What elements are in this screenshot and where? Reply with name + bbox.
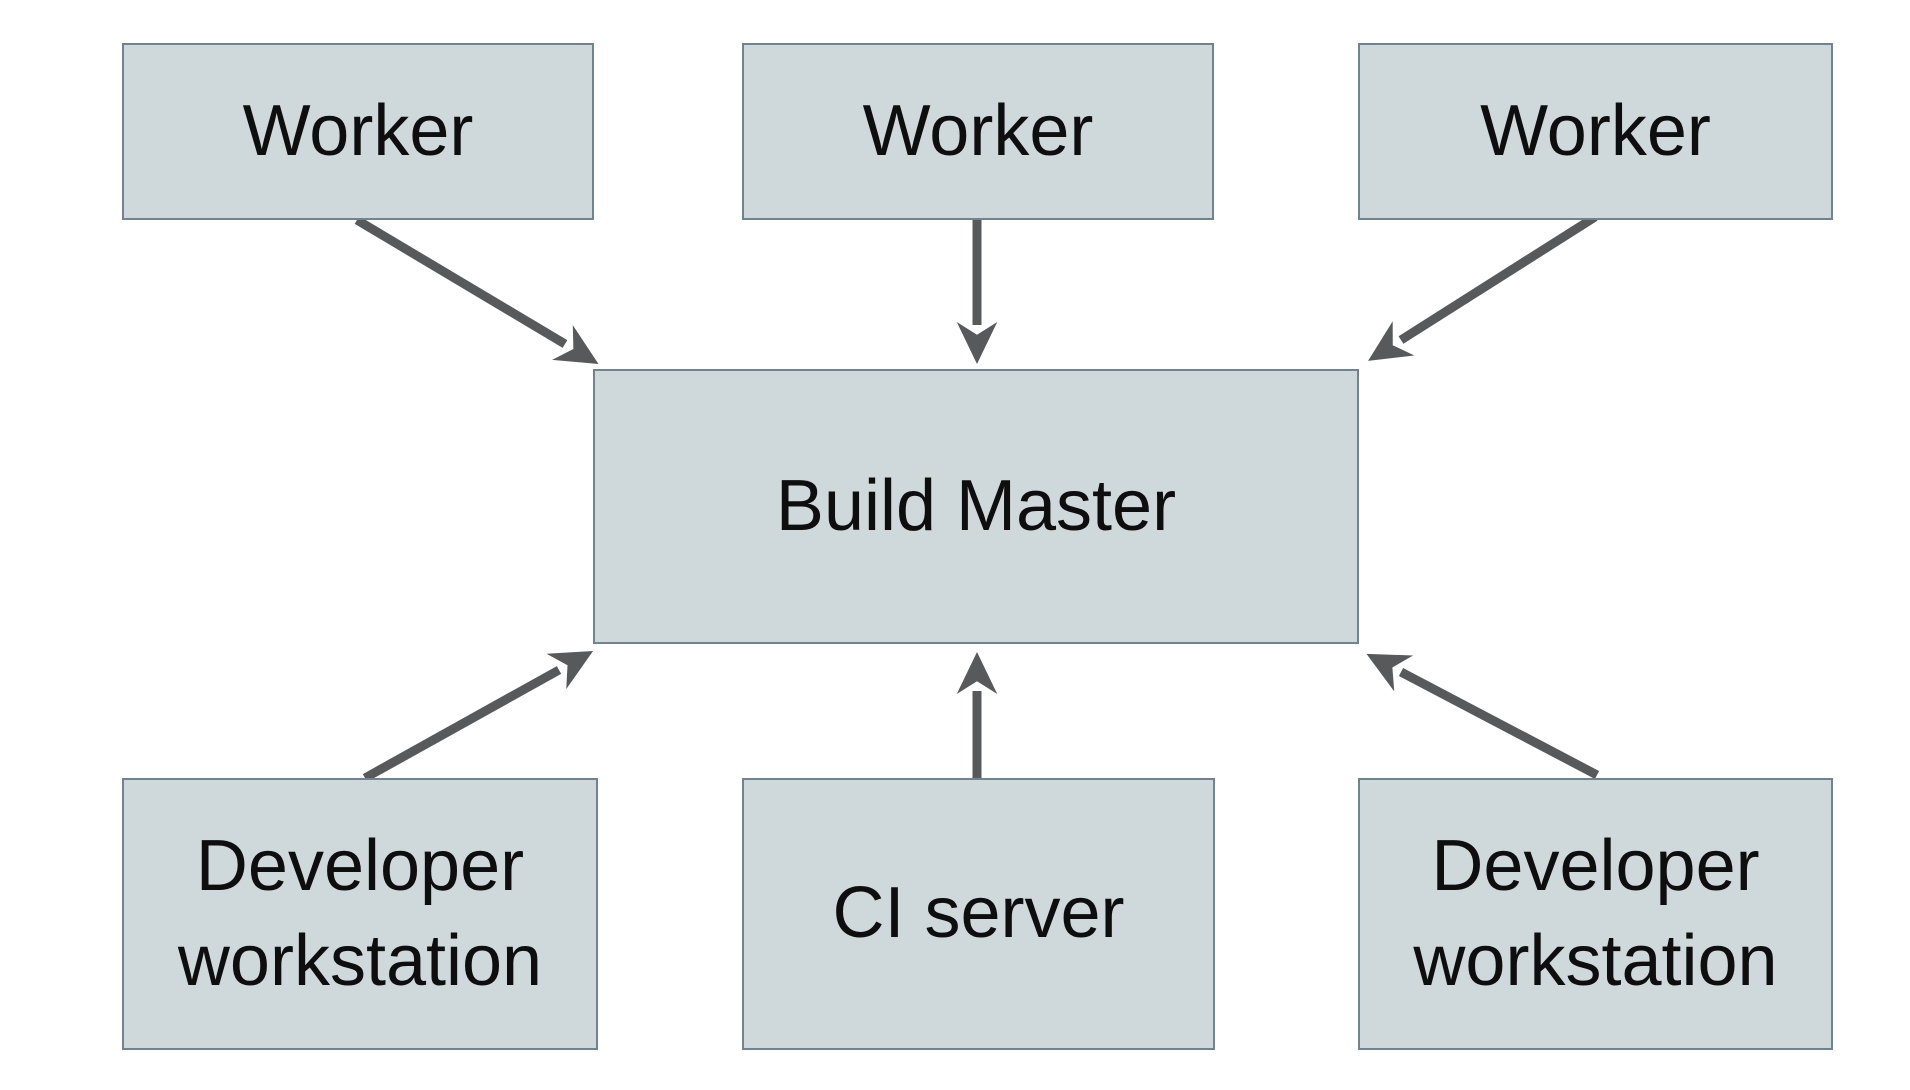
arrow-worker-right-to-build-master <box>1368 213 1598 361</box>
arrow-dev-right-to-build-master <box>1366 653 1600 779</box>
node-developer-workstation-left-label: Developer workstation <box>177 825 543 1001</box>
node-build-master: Build Master <box>593 369 1359 644</box>
node-developer-workstation-left: Developer workstation <box>122 778 598 1050</box>
node-worker-center: Worker <box>742 43 1214 220</box>
node-worker-right-label: Worker <box>1480 90 1711 171</box>
node-ci-server: CI server <box>742 778 1215 1050</box>
node-build-master-label: Build Master <box>775 465 1177 546</box>
arrow-worker-left-to-build-master <box>354 216 599 364</box>
node-worker-left-label: Worker <box>242 90 474 171</box>
node-ci-server-label: CI server <box>832 873 1125 954</box>
node-worker-center-label: Worker <box>862 90 1094 171</box>
arrow-dev-left-to-build-master <box>362 651 594 782</box>
node-worker-left: Worker <box>122 43 594 220</box>
node-developer-workstation-right: Developer workstation <box>1358 778 1833 1050</box>
node-worker-right: Worker <box>1358 43 1833 220</box>
node-developer-workstation-right-label: Developer workstation <box>1413 825 1778 1001</box>
